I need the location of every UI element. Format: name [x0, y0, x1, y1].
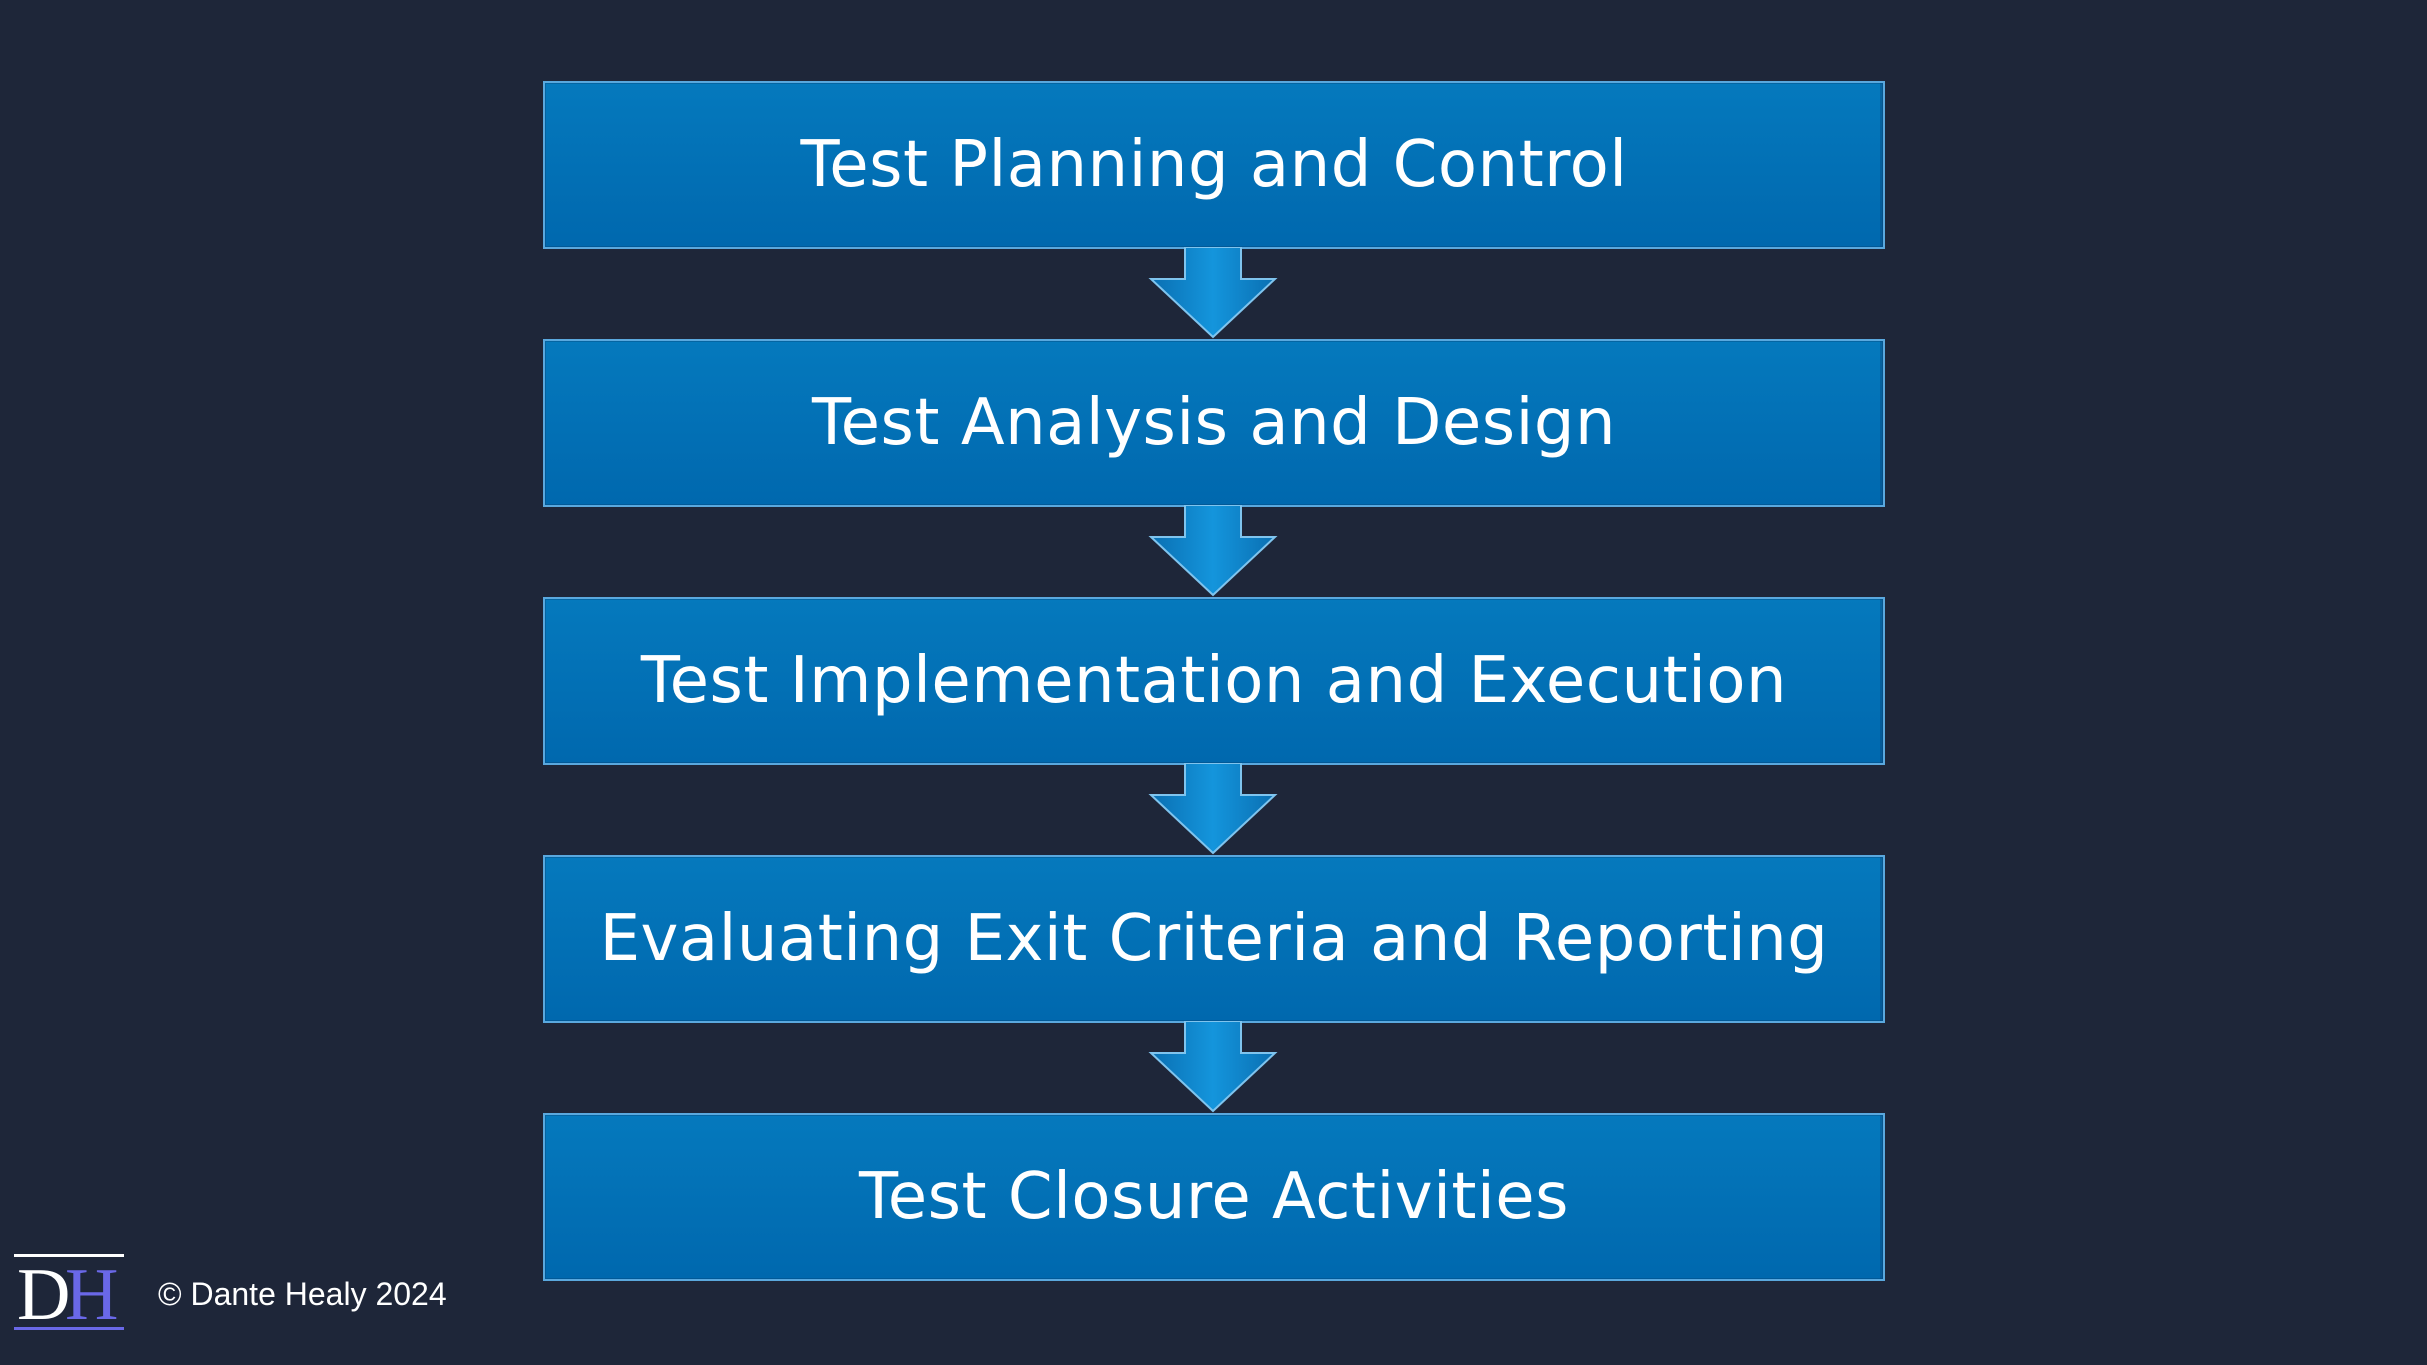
svg-text:H: H	[65, 1254, 118, 1334]
down-arrow-icon	[1148, 763, 1278, 855]
step-test-planning-and-control: Test Planning and Control	[543, 81, 1885, 249]
copyright-notice: © Dante Healy 2024	[158, 1276, 447, 1312]
svg-text:D: D	[17, 1254, 70, 1334]
down-arrow-icon	[1148, 247, 1278, 339]
step-test-analysis-and-design: Test Analysis and Design	[543, 339, 1885, 507]
down-arrow-icon	[1148, 1021, 1278, 1113]
down-arrow-icon	[1148, 505, 1278, 597]
step-evaluating-exit-criteria-and-reporting: Evaluating Exit Criteria and Reporting	[543, 855, 1885, 1023]
step-test-implementation-and-execution: Test Implementation and Execution	[543, 597, 1885, 765]
dante-healy-logo: D H	[14, 1254, 124, 1334]
step-test-closure-activities: Test Closure Activities	[543, 1113, 1885, 1281]
